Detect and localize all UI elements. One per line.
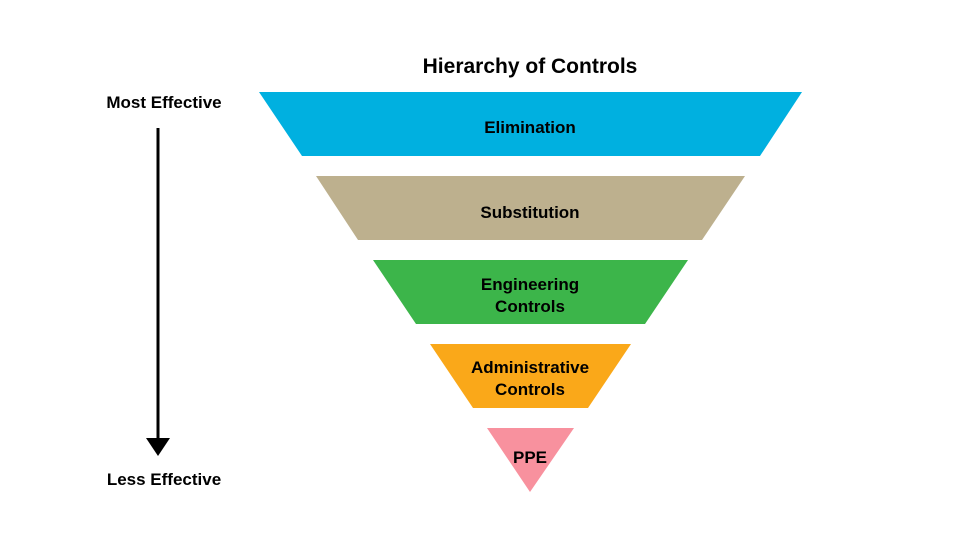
layer-shape xyxy=(430,344,631,408)
layer-label: Administrative xyxy=(471,358,589,377)
arrow-down-icon xyxy=(146,438,170,456)
layer-shape xyxy=(316,176,745,240)
layer-shape xyxy=(487,428,574,492)
layer-label: PPE xyxy=(513,448,547,467)
layer-label: Controls xyxy=(495,380,565,399)
layer-shape xyxy=(259,92,802,156)
diagram-title: Hierarchy of Controls xyxy=(423,55,638,78)
pyramid-layers: EliminationSubstitutionEngineeringContro… xyxy=(259,92,802,492)
layer-label: Elimination xyxy=(484,118,576,137)
layer-label: Engineering xyxy=(481,275,579,294)
layer-label: Controls xyxy=(495,297,565,316)
less-effective-label: Less Effective xyxy=(107,470,221,489)
layer-ppe: PPE xyxy=(487,428,574,492)
layer-label: Substitution xyxy=(480,203,579,222)
layer-shape xyxy=(373,260,688,324)
most-effective-label: Most Effective xyxy=(106,93,221,112)
layer-elimination: Elimination xyxy=(259,92,802,156)
layer-substitution: Substitution xyxy=(316,176,745,240)
effectiveness-arrow xyxy=(146,128,170,456)
